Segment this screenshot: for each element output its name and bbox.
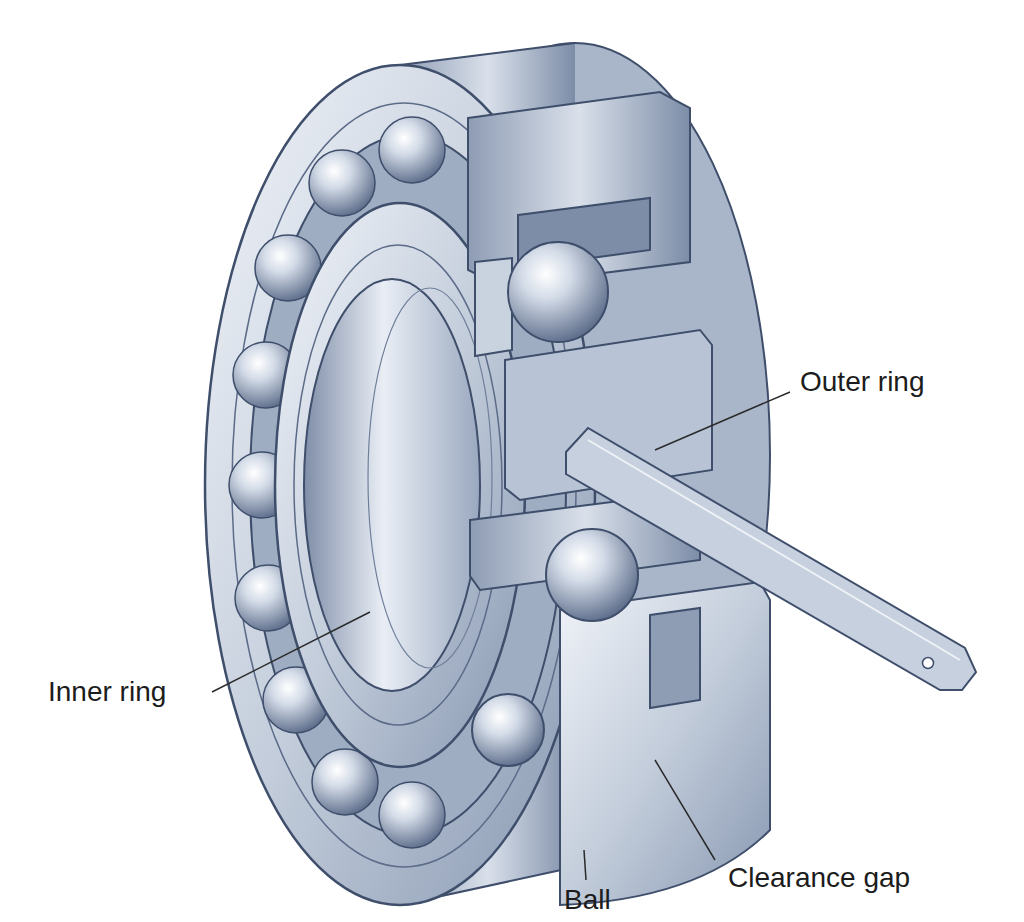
part-label: Outer ring bbox=[800, 366, 925, 398]
inner-ring-chamfer bbox=[294, 245, 502, 725]
leader-line bbox=[655, 760, 715, 860]
ball bbox=[508, 242, 608, 342]
part-label-text: Clearance gap bbox=[728, 862, 910, 893]
part-label: Inner ring bbox=[48, 676, 166, 708]
ball bbox=[379, 117, 445, 183]
leader-lines bbox=[212, 392, 790, 880]
part-label: Clearance gap bbox=[728, 862, 910, 894]
ball bbox=[309, 150, 375, 216]
ball bbox=[546, 529, 638, 621]
outline bbox=[559, 610, 561, 905]
ball bbox=[472, 694, 544, 766]
outer-ring-section bbox=[560, 582, 770, 905]
feeler-gauge bbox=[566, 428, 976, 690]
leader-line bbox=[655, 392, 790, 450]
bore-depth bbox=[368, 288, 492, 668]
blade-highlight bbox=[588, 440, 960, 660]
ball bbox=[379, 782, 445, 848]
inner-ring-face bbox=[275, 203, 525, 767]
inner-ring-section bbox=[475, 258, 512, 356]
section-cut bbox=[650, 608, 700, 708]
gauge-blade bbox=[566, 428, 976, 690]
part-label: Ball bbox=[564, 884, 611, 916]
part-label-text: Inner ring bbox=[48, 676, 166, 707]
leader-line bbox=[212, 612, 370, 692]
leader-line bbox=[584, 850, 586, 880]
part-label-text: Ball bbox=[564, 884, 611, 915]
part-label-text: Outer ring bbox=[800, 366, 925, 397]
gauge-hole bbox=[923, 658, 934, 669]
outline bbox=[400, 43, 575, 65]
